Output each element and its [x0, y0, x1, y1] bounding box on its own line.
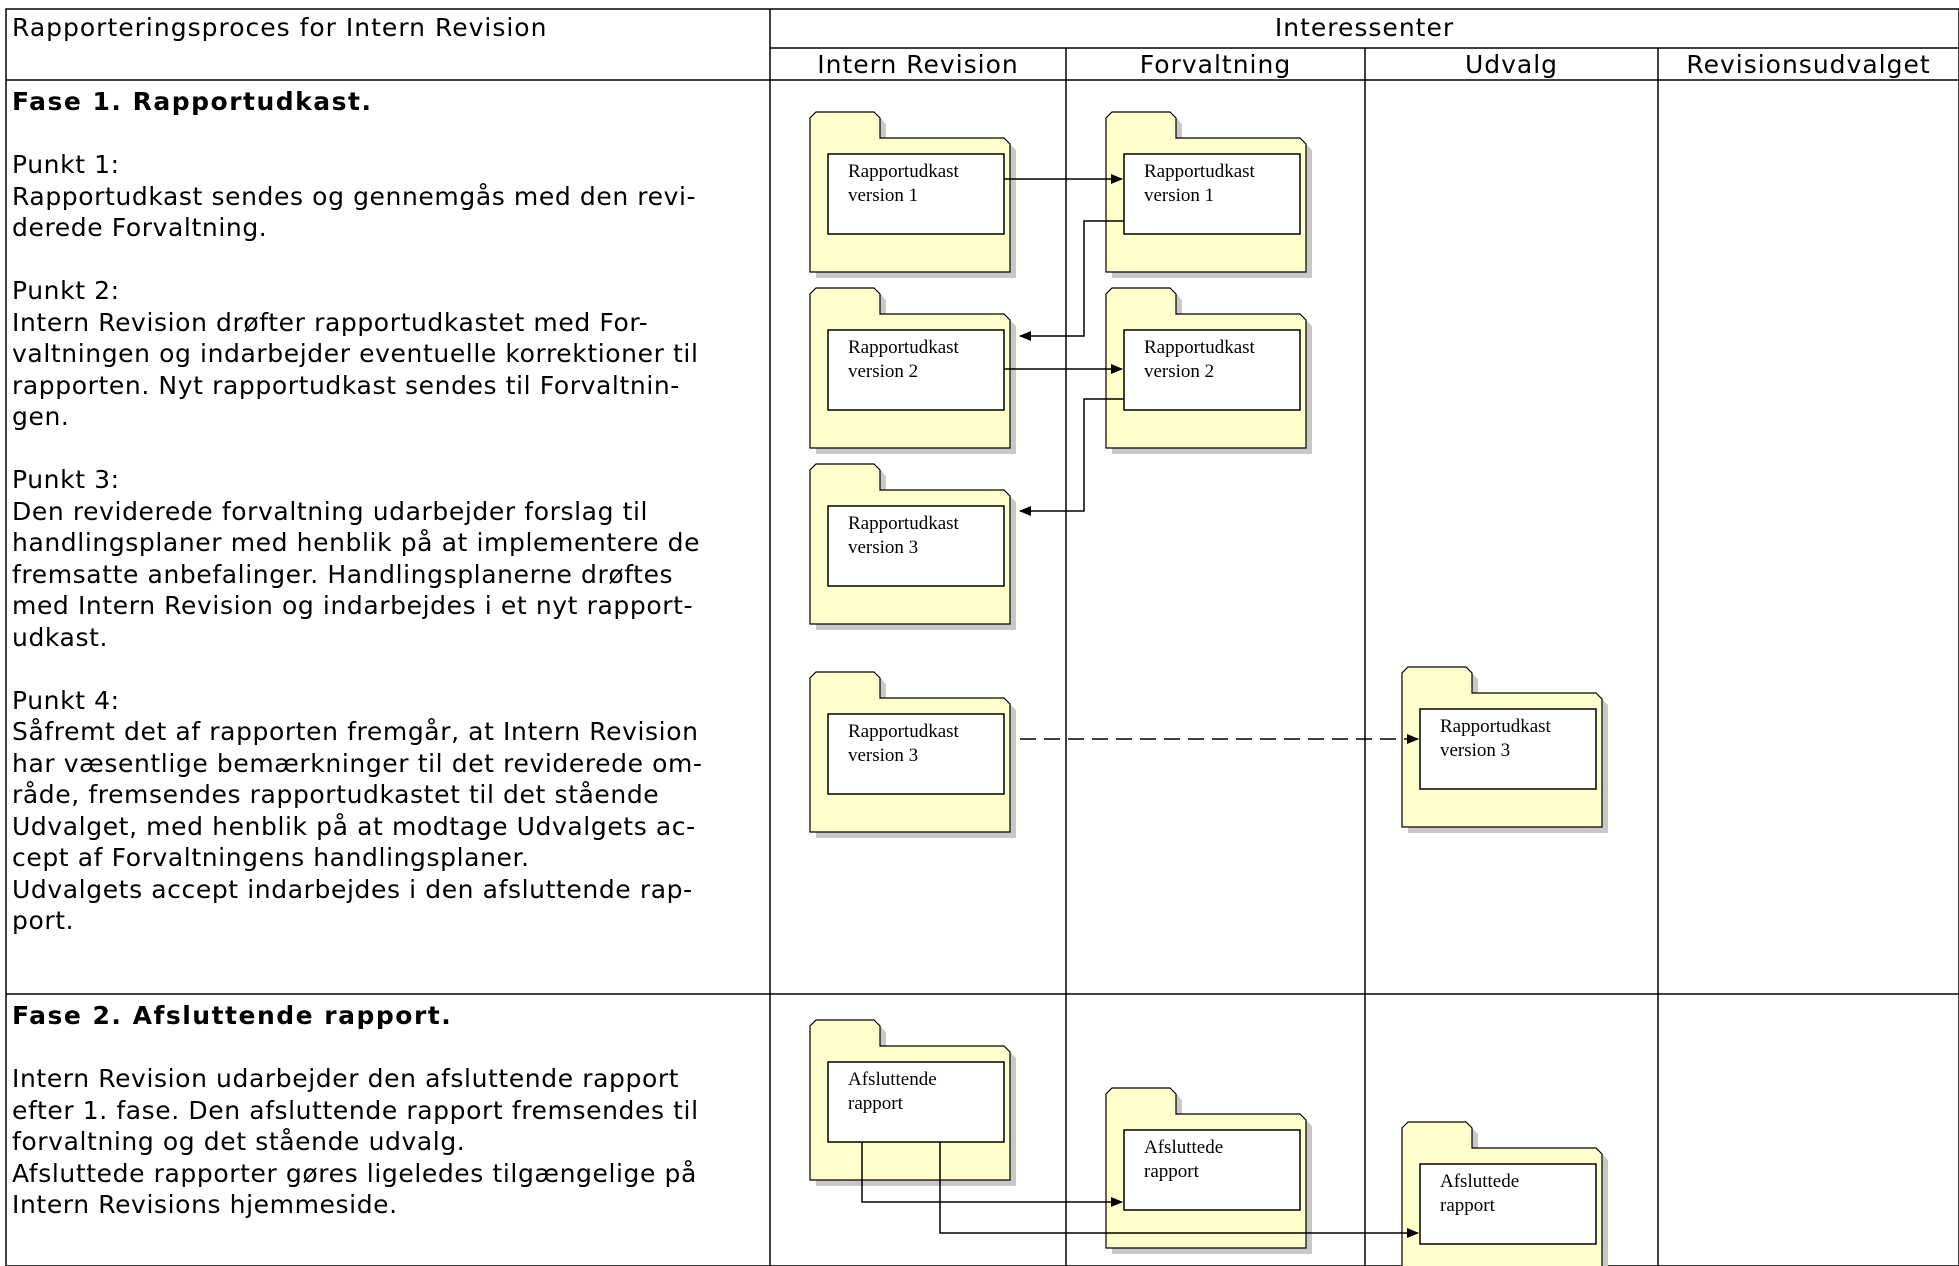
- point4-line: Såfremt det af rapporten fremgår, at Int…: [12, 717, 699, 746]
- folder-ir-v3b-line1: Rapportudkast: [848, 721, 960, 742]
- point1-line: derede Forvaltning.: [12, 213, 268, 242]
- folder-ir-final-line2: rapport: [848, 1093, 904, 1114]
- phase2-line: efter 1. fase. Den afsluttende rapport f…: [12, 1095, 699, 1125]
- folder-ir-v1: Rapportudkast version 1: [809, 111, 1017, 279]
- folder-fv-v1: Rapportudkast version 1: [1105, 111, 1313, 279]
- point3-label: Punkt 3:: [12, 465, 120, 494]
- point1-line: Rapportudkast sendes og gennemgås med de…: [12, 181, 697, 211]
- folder-ud-final: Afsluttede rapport: [1401, 1121, 1609, 1266]
- process-title: Rapporteringsproces for Intern Revision: [12, 13, 548, 42]
- arrow-fv-v1-to-ir-v2: [1019, 220, 1124, 341]
- arrow-fv-v2-to-ir-v3: [1019, 398, 1124, 516]
- folder-fv-final-line2: rapport: [1144, 1161, 1200, 1182]
- folder-ir-v1-line2: version 1: [848, 185, 918, 206]
- phase2-line: Intern Revisions hjemmeside.: [12, 1190, 398, 1219]
- folder-ir-v3: Rapportudkast version 3: [809, 463, 1017, 631]
- phase1-title: Fase 1. Rapportudkast.: [12, 87, 373, 116]
- folder-ud-final-line1: Afsluttede: [1440, 1171, 1519, 1192]
- point3-line: fremsatte anbefalinger. Handlingsplanern…: [12, 559, 674, 589]
- folder-fv-v1-line1: Rapportudkast: [1144, 161, 1256, 182]
- folder-fv-final: Afsluttede rapport: [1105, 1087, 1313, 1255]
- folder-ud-v3-line2: version 3: [1440, 740, 1510, 761]
- point4-line: råde, fremsendes rapportudkastet til det…: [12, 780, 660, 809]
- folder-ir-v3-line1: Rapportudkast: [848, 513, 960, 534]
- phase2-line: Intern Revision udarbejder den afslutten…: [12, 1064, 680, 1093]
- point2-line: rapporten. Nyt rapportudkast sendes til …: [12, 370, 680, 400]
- point2-line: gen.: [12, 402, 70, 431]
- point1-label: Punkt 1:: [12, 150, 120, 179]
- point3-line: med Intern Revision og indarbejdes i et …: [12, 591, 694, 620]
- point2-line: Intern Revision drøfter rapportudkastet …: [12, 307, 649, 337]
- point4-line: Udvalgets accept indarbejdes i den afslu…: [12, 874, 693, 904]
- stakeholders-header: Interessenter: [1274, 13, 1455, 42]
- point3-line: Den reviderede forvaltning udarbejder fo…: [12, 496, 649, 526]
- column-header-forvaltning: Forvaltning: [1139, 50, 1292, 79]
- folder-fv-v2-line1: Rapportudkast: [1144, 337, 1256, 358]
- folder-ud-v3: Rapportudkast version 3: [1401, 666, 1609, 834]
- point3-line: udkast.: [12, 622, 109, 652]
- folder-ir-v1-line1: Rapportudkast: [848, 161, 960, 182]
- arrow-final-to-forvaltning: [861, 1142, 1123, 1207]
- column-header-revisionsudvalget: Revisionsudvalget: [1686, 50, 1931, 79]
- point4-line: cept af Forvaltningens handlingsplaner.: [12, 843, 530, 872]
- folder-ir-v3b-line2: version 3: [848, 745, 918, 766]
- folder-fv-v2-line2: version 2: [1144, 361, 1214, 382]
- point2-label: Punkt 2:: [12, 276, 120, 305]
- arrow-final-to-udvalg: [939, 1142, 1419, 1238]
- folder-ud-v3-line1: Rapportudkast: [1440, 716, 1552, 737]
- point4-label: Punkt 4:: [12, 685, 120, 715]
- phase2-line: Afsluttede rapporter gøres ligeledes til…: [12, 1158, 697, 1188]
- folder-ir-v2-line1: Rapportudkast: [848, 337, 960, 358]
- folder-fv-v2: Rapportudkast version 2: [1105, 287, 1313, 455]
- point4-line: port.: [12, 906, 75, 935]
- phase2-description: Fase 2. Afsluttende rapport. Intern Revi…: [12, 1000, 764, 1221]
- point4-line: Udvalget, med henblik på at modtage Udva…: [12, 811, 696, 841]
- point4-line: har væsentlige bemærkninger til det revi…: [12, 748, 703, 778]
- folder-ud-final-line2: rapport: [1440, 1195, 1496, 1216]
- phase2-title: Fase 2. Afsluttende rapport.: [12, 1001, 453, 1030]
- phase2-line: forvaltning og det stående udvalg.: [12, 1127, 466, 1156]
- folder-fv-final-line1: Afsluttede: [1144, 1137, 1223, 1158]
- point2-line: valtningen og indarbejder eventuelle kor…: [12, 339, 699, 368]
- column-header-udvalg: Udvalg: [1464, 50, 1559, 79]
- folder-fv-v1-line2: version 1: [1144, 185, 1214, 206]
- point3-line: handlingsplaner med henblik på at implem…: [12, 528, 701, 557]
- phase1-description: Fase 1. Rapportudkast. Punkt 1: Rapportu…: [12, 86, 764, 937]
- folder-ir-final: Afsluttende rapport: [809, 1019, 1017, 1187]
- folder-ir-v2: Rapportudkast version 2: [809, 287, 1017, 455]
- folder-ir-final-line1: Afsluttende: [848, 1069, 937, 1090]
- folder-ir-v3-line2: version 3: [848, 537, 918, 558]
- column-header-intern-revision: Intern Revision: [817, 50, 1019, 79]
- folder-ir-v2-line2: version 2: [848, 361, 918, 382]
- folder-ir-v3b: Rapportudkast version 3: [809, 671, 1017, 839]
